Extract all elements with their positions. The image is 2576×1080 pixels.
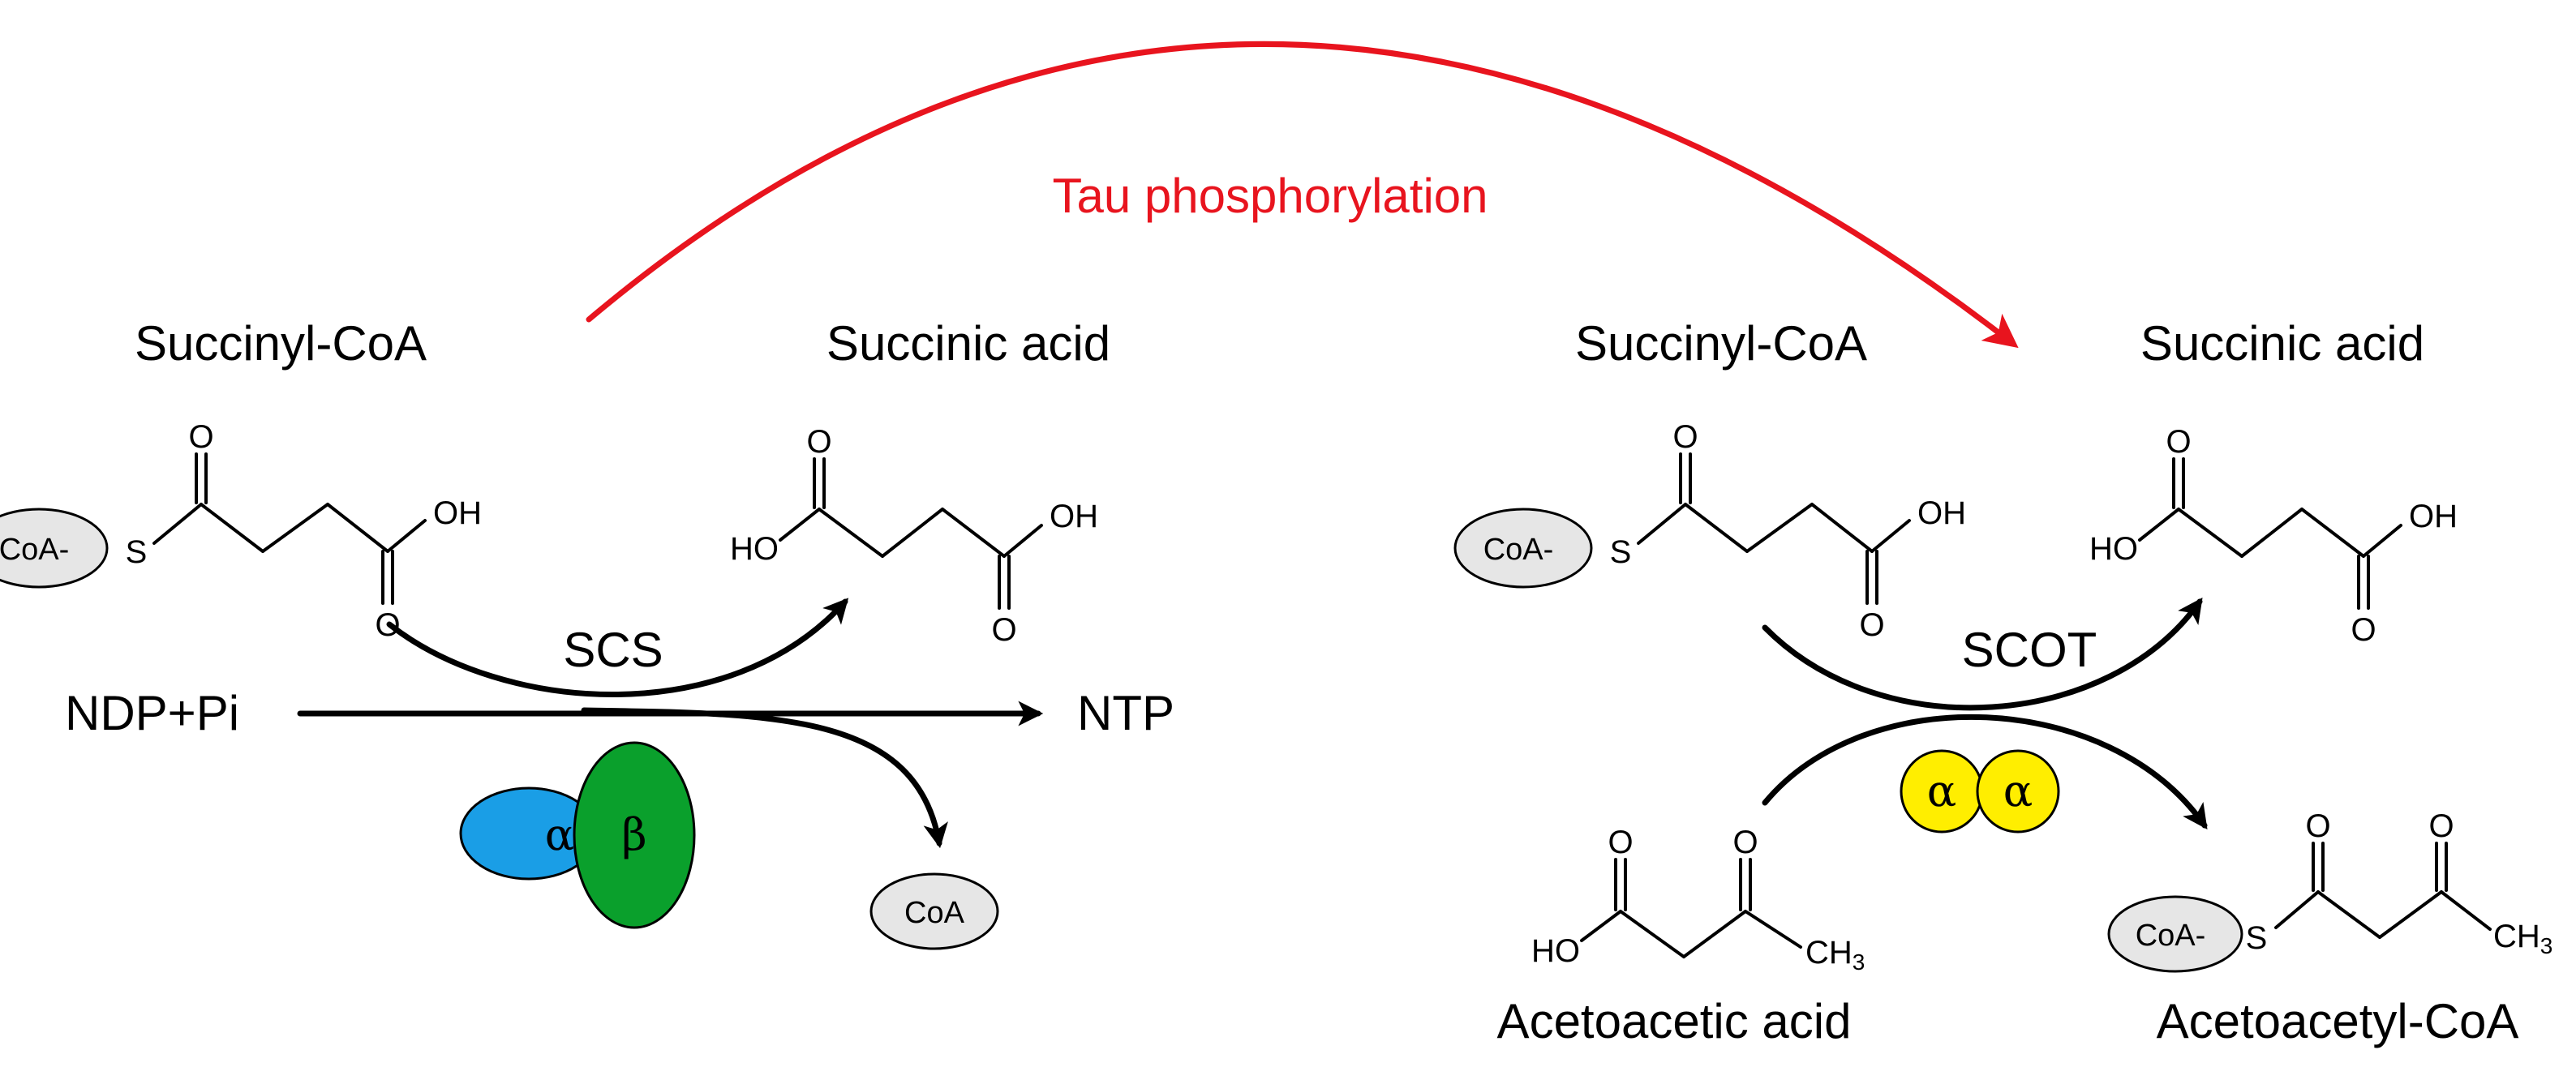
scot-alpha-subunit-2 [1976,749,2060,834]
left-substrate-name: Succinyl-CoA [135,316,427,371]
scot-enzyme-label: SCOT [1962,623,2097,677]
tau-regulation-arrow [586,41,2019,349]
acetoacetyl-coa-structure: CoA- S O O CH3 [2107,808,2552,973]
left-succinyl-coa-structure [0,418,483,645]
acetoacetic-acid-name: Acetoacetic acid [1497,994,1852,1048]
sulfur-label: S [2246,920,2268,956]
right-succinyl-coa-structure [1453,418,1968,645]
scs-substrate-arrow [386,598,849,697]
released-coa-label: CoA [904,896,965,930]
acetoacetyl-coa-name: Acetoacetyl-CoA [2157,994,2519,1048]
coa-tag-label: CoA- [2136,919,2206,953]
scs-beta-subunit [573,741,696,929]
scot-alpha-symbol-1: α [1927,765,1956,816]
right-succinic-acid-structure [2088,422,2459,649]
right-product-name: Succinic acid [2140,316,2424,371]
acetoacetic-acid-structure: HO O O CH3 [1531,825,1865,975]
scot-cosubstrate-arrow [1762,714,2208,830]
methyl-label: CH3 [1805,935,1865,975]
methyl-label: CH3 [2493,919,2552,958]
oxygen-label: O [2305,808,2330,844]
scs-beta-symbol: β [621,809,646,860]
left-succinic-acid-structure [728,422,1100,649]
scot-substrate-arrow [1762,597,2203,711]
tau-phosphorylation-label: Tau phosphorylation [1052,169,1488,223]
scot-alpha-symbol-2: α [2003,765,2033,816]
released-coa-ellipse [869,872,999,950]
left-product-name: Succinic acid [826,316,1110,371]
oxygen-label: O [1732,825,1758,860]
oxygen-label: O [2428,808,2454,844]
scs-alpha-symbol: α [545,809,574,860]
ndp-pi-label: NDP+Pi [65,686,239,740]
oxygen-label: O [1608,825,1633,860]
scs-enzyme-label: SCS [563,623,663,677]
right-substrate-name: Succinyl-CoA [1575,316,1867,371]
hydroxyl-label: HO [1531,933,1580,969]
ntp-label: NTP [1077,686,1174,740]
